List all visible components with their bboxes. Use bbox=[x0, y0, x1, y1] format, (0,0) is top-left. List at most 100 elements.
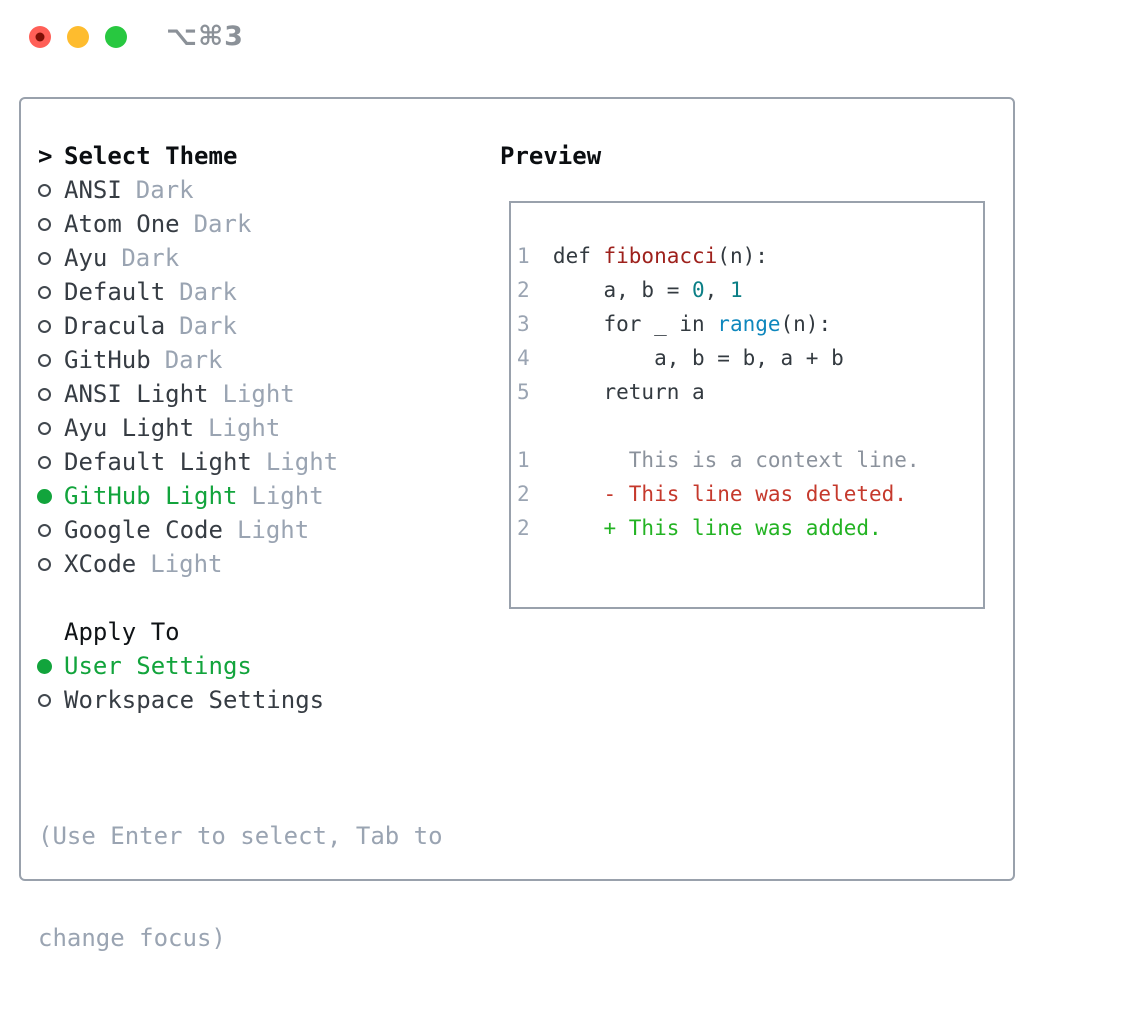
radio-icon bbox=[38, 683, 64, 717]
diff-text-addition: + This line was added. bbox=[552, 516, 882, 540]
theme-option-dracula[interactable]: Dracula Dark bbox=[38, 309, 443, 343]
radio-dot-empty bbox=[38, 455, 51, 469]
line-number: 4 bbox=[517, 346, 530, 370]
radio-dot-empty bbox=[38, 251, 51, 265]
apply-to-indent bbox=[38, 615, 64, 649]
theme-variant-tag: Dark bbox=[193, 210, 252, 238]
theme-option-label: Google Code bbox=[64, 516, 223, 544]
code-line-2: 2 a, b = 0, 1 bbox=[515, 273, 983, 307]
theme-option-label: Dracula bbox=[64, 312, 166, 340]
window-shortcut-title: ⌥⌘3 bbox=[166, 21, 244, 52]
code-line-5: 5 return a bbox=[515, 375, 983, 409]
radio-dot-empty bbox=[38, 523, 51, 537]
radio-dot-empty bbox=[38, 217, 51, 231]
theme-option-label: ANSI Light bbox=[64, 380, 209, 408]
radio-icon bbox=[38, 207, 64, 241]
hint-line-2: change focus) bbox=[38, 924, 226, 952]
token-plain: for _ in bbox=[552, 312, 718, 336]
theme-option-ayu-light[interactable]: Ayu Light Light bbox=[38, 411, 443, 445]
radio-selected-icon bbox=[37, 479, 64, 513]
token-plain: a, b = b, a + b bbox=[552, 346, 844, 370]
radio-icon bbox=[38, 411, 64, 445]
theme-variant-tag: Dark bbox=[164, 346, 223, 374]
code-line-4: 4 a, b = b, a + b bbox=[515, 341, 983, 375]
radio-dot-empty bbox=[38, 557, 51, 571]
code-line-3: 3 for _ in range(n): bbox=[515, 307, 983, 341]
line-number: 2 bbox=[517, 516, 530, 540]
apply-option-label: User Settings bbox=[64, 652, 252, 680]
prompt-caret-icon: > bbox=[38, 142, 53, 170]
hint-line-1: (Use Enter to select, Tab to bbox=[38, 822, 443, 850]
theme-option-google-code[interactable]: Google Code Light bbox=[38, 513, 443, 547]
radio-dot-empty bbox=[38, 421, 51, 435]
token-plain: a, b = bbox=[552, 278, 692, 302]
diff-line-context: 1 This is a context line. bbox=[515, 443, 983, 477]
token-plain: return a bbox=[552, 380, 705, 404]
line-number: 2 bbox=[517, 482, 530, 506]
line-number: 3 bbox=[517, 312, 530, 336]
radio-icon bbox=[38, 513, 64, 547]
window-titlebar: ⌥⌘3 bbox=[0, 0, 1140, 72]
theme-option-github[interactable]: GitHub Dark bbox=[38, 343, 443, 377]
radio-dot-empty bbox=[38, 319, 51, 333]
diff-line-addition: 2 + This line was added. bbox=[515, 511, 983, 545]
theme-variant-tag: Dark bbox=[121, 244, 180, 272]
theme-option-label: ANSI bbox=[64, 176, 122, 204]
radio-icon bbox=[38, 173, 64, 207]
radio-dot-empty bbox=[38, 353, 51, 367]
apply-to-label: Apply To bbox=[64, 618, 180, 646]
radio-selected-icon bbox=[37, 649, 64, 683]
radio-icon bbox=[38, 309, 64, 343]
theme-option-label: GitHub bbox=[64, 346, 151, 374]
theme-option-ansi-light[interactable]: ANSI Light Light bbox=[38, 377, 443, 411]
radio-icon bbox=[38, 547, 64, 581]
line-number: 1 bbox=[517, 244, 530, 268]
theme-variant-tag: Light bbox=[208, 414, 281, 442]
radio-dot-empty bbox=[38, 693, 51, 707]
keyboard-hint: (Use Enter to select, Tab to change focu… bbox=[38, 751, 443, 1023]
apply-to-header: Apply To bbox=[38, 615, 443, 649]
theme-option-label: Ayu Light bbox=[64, 414, 195, 442]
radio-dot-empty bbox=[38, 183, 51, 197]
line-number: 2 bbox=[517, 278, 530, 302]
minimize-button[interactable] bbox=[67, 26, 89, 48]
theme-option-label: GitHub Light bbox=[64, 482, 238, 510]
theme-variant-tag: Light bbox=[251, 482, 324, 510]
line-number: 1 bbox=[517, 448, 530, 472]
token-plain: , bbox=[704, 278, 730, 302]
close-button[interactable] bbox=[29, 26, 51, 48]
apply-option-label: Workspace Settings bbox=[64, 686, 325, 714]
theme-variant-tag: Light bbox=[265, 448, 339, 476]
traffic-lights bbox=[29, 26, 127, 48]
spacer bbox=[38, 717, 443, 751]
apply-option-workspace-settings[interactable]: Workspace Settings bbox=[38, 683, 443, 717]
spacer bbox=[38, 581, 443, 615]
theme-variant-tag: Light bbox=[222, 380, 295, 408]
radio-icon bbox=[38, 241, 64, 275]
theme-option-github-light[interactable]: GitHub Light Light bbox=[37, 479, 443, 513]
theme-option-xcode[interactable]: XCode Light bbox=[38, 547, 443, 581]
diff-line-deletion: 2 - This line was deleted. bbox=[515, 477, 983, 511]
token-plain: (n): bbox=[780, 312, 832, 336]
token-builtin: range bbox=[717, 312, 781, 336]
theme-option-label: XCode bbox=[64, 550, 137, 578]
zoom-button[interactable] bbox=[105, 26, 127, 48]
radio-icon bbox=[38, 275, 64, 309]
theme-variant-tag: Light bbox=[236, 516, 310, 544]
theme-variant-tag: Dark bbox=[179, 312, 237, 340]
apply-option-user-settings[interactable]: User Settings bbox=[37, 649, 443, 683]
theme-variant-tag: Light bbox=[150, 550, 223, 578]
